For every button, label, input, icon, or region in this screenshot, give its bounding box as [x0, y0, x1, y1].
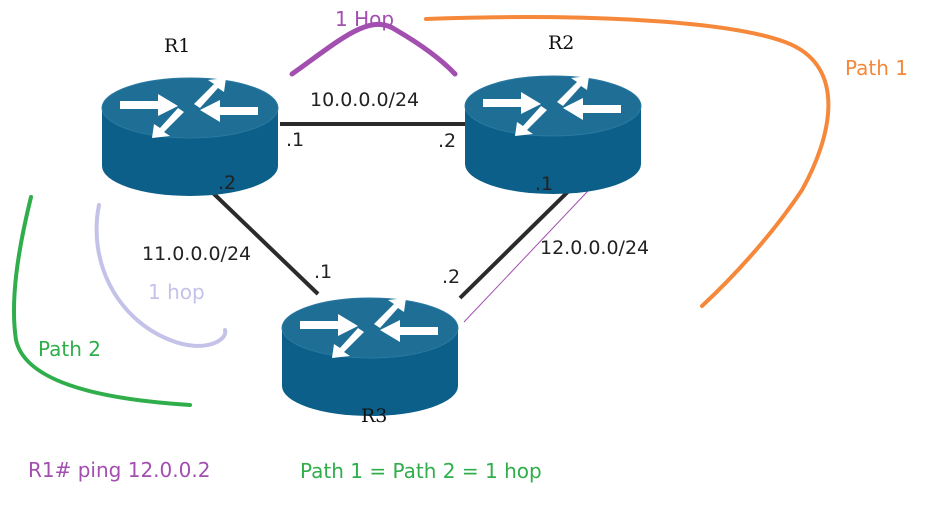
link-r1-r2-network: 10.0.0.0/24 — [310, 89, 420, 111]
link-r1-r3-r3-if: .1 — [314, 261, 333, 283]
link-r1-r3-r1-if: .2 — [218, 172, 237, 194]
path1-curve — [424, 15, 831, 308]
ping-command: R1# ping 12.0.0.2 — [28, 458, 211, 482]
link-r2-r3-highlight — [463, 173, 605, 323]
link-r2-r3-r3-if: .2 — [442, 266, 461, 288]
path2-curve — [11, 195, 192, 407]
router-r3-label: R3 — [361, 405, 388, 427]
router-r1-icon[interactable] — [101, 77, 279, 197]
path1-label: Path 1 — [845, 56, 909, 80]
link-r1-r2-r2-if: .2 — [438, 130, 457, 152]
router-r1-label: R1 — [164, 35, 191, 57]
hop-arc-left — [94, 203, 228, 348]
router-r2-label: R2 — [548, 32, 575, 54]
link-r2-r3-network: 12.0.0.0/24 — [540, 237, 650, 259]
hop-left-label: 1 hop — [148, 280, 205, 304]
link-r1-r2-r1-if: .1 — [286, 129, 305, 151]
summary-text: Path 1 = Path 2 = 1 hop — [300, 459, 542, 483]
path2-label: Path 2 — [38, 337, 102, 361]
router-r3-icon[interactable] — [281, 297, 459, 417]
hop-arc-top — [289, 22, 458, 77]
hop-top-label: 1 Hop — [335, 7, 395, 31]
link-r1-r3-network: 11.0.0.0/24 — [142, 243, 252, 265]
link-r2-r3-r2-if: .1 — [535, 173, 554, 195]
